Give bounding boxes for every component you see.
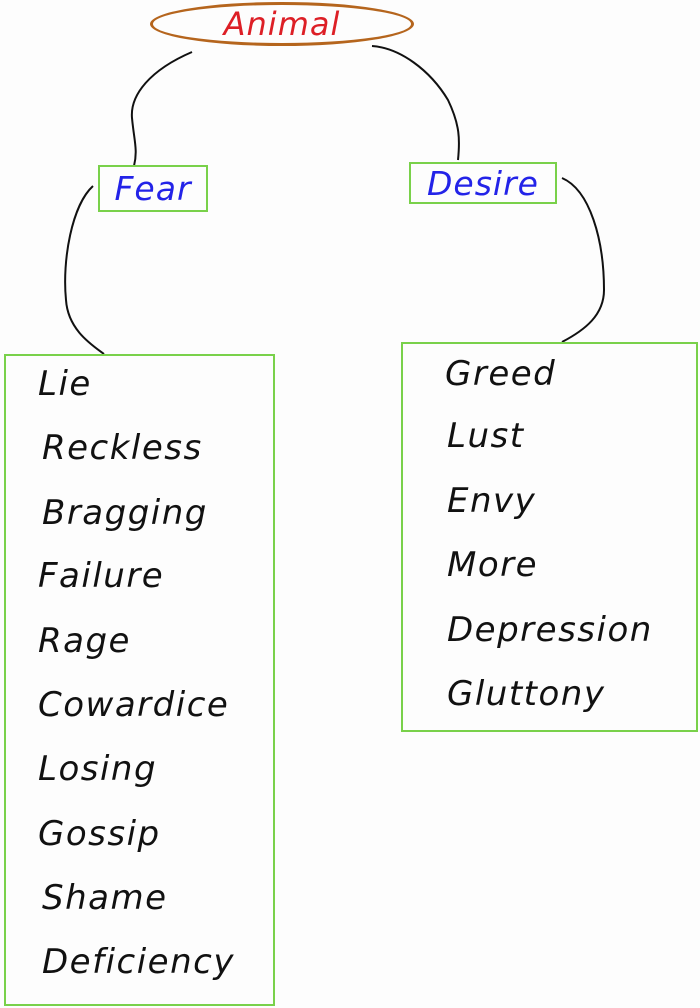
branch-label-fear: Fear [114, 169, 192, 208]
fear-list-item: Lie [38, 364, 92, 404]
fear-list-item: Cowardice [38, 685, 230, 725]
branch-node-fear: Fear [98, 165, 208, 212]
connector-animal-desire [371, 45, 460, 161]
desire-list-item: Depression [447, 610, 653, 650]
connector-desire-list [561, 177, 606, 343]
fear-list-item: Deficiency [42, 942, 235, 982]
desire-list-item: More [447, 545, 539, 585]
branch-node-desire: Desire [409, 162, 557, 204]
fear-list-box: Lie Reckless Bragging Failure Rage Cowar… [4, 354, 275, 1006]
fear-list-item: Losing [38, 749, 158, 789]
fear-list-item: Gossip [38, 814, 161, 854]
desire-list-box: Greed Lust Envy More Depression Gluttony [401, 342, 698, 732]
root-node-animal: Animal [150, 2, 414, 46]
fear-list-item: Failure [38, 556, 165, 596]
fear-list-item: Rage [38, 621, 131, 661]
branch-label-desire: Desire [427, 163, 539, 203]
fear-list-item: Bragging [42, 493, 208, 533]
desire-list-item: Envy [447, 481, 537, 521]
connector-fear-list [64, 185, 105, 355]
desire-list-item: Greed [445, 354, 557, 394]
root-label: Animal [223, 5, 341, 43]
desire-list-item: Lust [447, 416, 525, 456]
desire-list-item: Gluttony [447, 674, 606, 714]
fear-list-item: Shame [42, 878, 168, 918]
connector-animal-fear [130, 51, 193, 167]
fear-list-item: Reckless [42, 428, 203, 468]
